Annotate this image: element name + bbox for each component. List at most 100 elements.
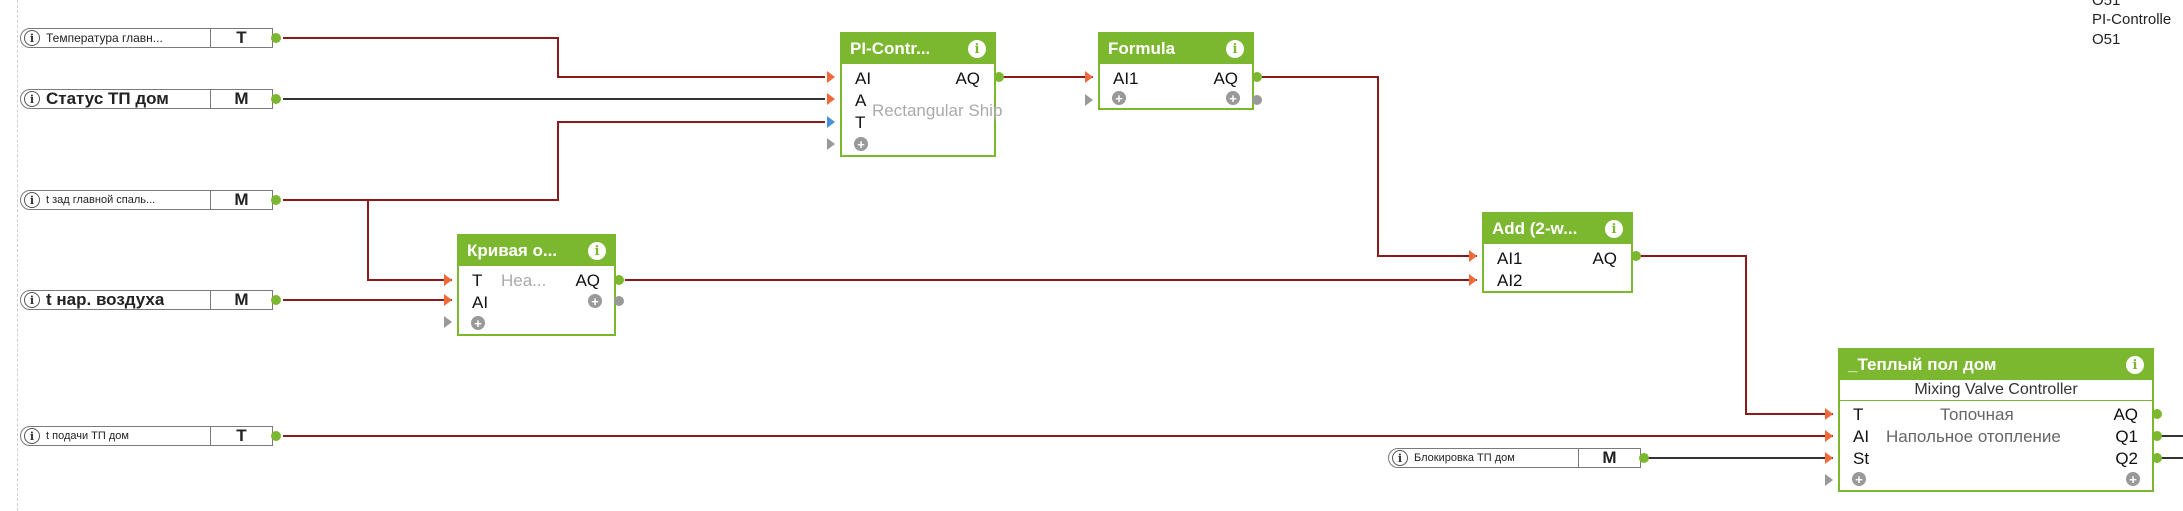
- input-temperature[interactable]: i Температура главн... T: [20, 27, 281, 49]
- input-label: t нар. воздуха: [46, 290, 165, 309]
- floor-desc-1: Топочная: [1940, 405, 2014, 424]
- port-q1: Q1: [2115, 427, 2138, 446]
- input-arrow-icon: [827, 71, 835, 83]
- add-input-icon[interactable]: +: [471, 316, 485, 330]
- input-tpod[interactable]: i t подачи ТП дом T: [20, 425, 281, 447]
- input-tnar[interactable]: i t нар. воздуха M: [20, 289, 281, 311]
- block-curve[interactable]: Кривая о... i T AI Hea... AQ + +: [457, 234, 616, 336]
- input-block[interactable]: i Блокировка ТП дом M: [1388, 447, 1649, 469]
- block-title: Add (2-w...: [1492, 219, 1578, 238]
- add-input-icon[interactable]: +: [1852, 472, 1866, 486]
- block-header[interactable]: PI-Contr... i: [842, 34, 994, 64]
- block-add[interactable]: Add (2-w... i AI1 AI2 AQ: [1482, 212, 1633, 293]
- info-icon[interactable]: i: [1605, 220, 1623, 238]
- input-label: t подачи ТП дом: [46, 430, 129, 442]
- add-output-icon[interactable]: +: [588, 294, 602, 308]
- info-icon[interactable]: i: [24, 292, 40, 308]
- input-label: t зад главной спаль...: [46, 194, 156, 206]
- info-icon[interactable]: i: [1392, 450, 1408, 466]
- block-title: _Теплый пол дом: [1848, 355, 1997, 374]
- info-icon[interactable]: i: [2126, 356, 2144, 374]
- port-q2: Q2: [2115, 449, 2138, 468]
- output-dot[interactable]: [2152, 453, 2162, 463]
- input-arrow-icon: [1085, 71, 1093, 83]
- input-type: M: [211, 89, 273, 109]
- output-dot[interactable]: [1639, 453, 1649, 463]
- input-arrow-icon: [444, 294, 452, 306]
- output-dot[interactable]: [614, 275, 624, 285]
- input-label: Статус ТП дом: [46, 89, 169, 108]
- info-icon[interactable]: i: [24, 428, 40, 444]
- port-ai2: AI2: [1497, 271, 1523, 290]
- block-pi-controller[interactable]: PI-Contr... i AI A T AQ Rectangular Ship…: [840, 32, 1002, 157]
- output-dot[interactable]: [271, 431, 281, 441]
- output-dot[interactable]: [271, 94, 281, 104]
- add-output-icon[interactable]: +: [2126, 472, 2140, 486]
- input-arrow-icon: [1469, 274, 1477, 286]
- port-a: A: [855, 91, 867, 110]
- output-dot[interactable]: [1252, 95, 1262, 105]
- input-pill: i Температура главн...: [20, 28, 211, 48]
- block-header[interactable]: Кривая о... i: [459, 236, 614, 266]
- output-dot[interactable]: [1252, 72, 1262, 82]
- add-arrow-icon: [827, 138, 835, 150]
- input-tzad[interactable]: i t зад главной спаль... M: [20, 189, 281, 211]
- canvas-edge: [17, 0, 18, 511]
- input-status[interactable]: i Статус ТП дом M: [20, 88, 281, 110]
- output-dot[interactable]: [2152, 431, 2162, 441]
- info-icon[interactable]: i: [24, 91, 40, 107]
- wire-add-to-floor: [1640, 255, 1833, 415]
- block-header[interactable]: Add (2-w... i: [1484, 214, 1631, 244]
- output-dot[interactable]: [271, 295, 281, 305]
- add-input-icon[interactable]: +: [854, 137, 868, 151]
- block-header[interactable]: Formula i: [1100, 34, 1252, 64]
- input-arrow-icon: [1469, 250, 1477, 262]
- output-dot[interactable]: [994, 72, 1004, 82]
- block-subtitle: Mixing Valve Controller: [1840, 380, 2152, 401]
- input-type: M: [1579, 448, 1641, 468]
- input-arrow-icon: [1825, 408, 1833, 420]
- info-icon[interactable]: i: [968, 40, 986, 58]
- time-input-arrow-icon: [827, 116, 835, 128]
- input-label: Блокировка ТП дом: [1414, 452, 1515, 464]
- info-icon[interactable]: i: [1226, 40, 1244, 58]
- info-icon[interactable]: i: [24, 30, 40, 46]
- port-ai: AI: [855, 69, 872, 88]
- port-aq: AQ: [2113, 405, 2138, 424]
- output-dot[interactable]: [1631, 251, 1641, 261]
- port-t: T: [855, 113, 866, 132]
- block-title: Formula: [1108, 39, 1176, 58]
- wire-formula-to-add: [1262, 76, 1477, 257]
- info-icon[interactable]: i: [588, 242, 606, 260]
- input-pill: i Блокировка ТП дом: [1388, 448, 1579, 468]
- block-formula[interactable]: Formula i AI1 AQ + +: [1098, 32, 1254, 110]
- port-aq: AQ: [1213, 69, 1238, 88]
- block-header[interactable]: _Теплый пол дом i: [1840, 350, 2152, 380]
- port-ai: AI: [1853, 427, 1870, 446]
- block-floor-heating[interactable]: _Теплый пол дом i Mixing Valve Controlle…: [1838, 348, 2154, 492]
- port-ai1: AI1: [1497, 249, 1523, 268]
- input-arrow-icon: [444, 274, 452, 286]
- output-dot[interactable]: [271, 33, 281, 43]
- input-arrow-icon: [1825, 430, 1833, 442]
- output-dot[interactable]: [614, 296, 624, 306]
- info-icon[interactable]: i: [24, 192, 40, 208]
- port-ai: AI: [472, 293, 489, 312]
- input-label: Температура главн...: [46, 31, 163, 45]
- output-dot[interactable]: [271, 195, 281, 205]
- port-ai1: AI1: [1113, 69, 1139, 88]
- corner-label-2: PI-Controlle: [2092, 11, 2172, 28]
- add-output-icon[interactable]: +: [1226, 91, 1240, 105]
- add-input-icon[interactable]: +: [1112, 91, 1126, 105]
- port-aq: AQ: [955, 69, 980, 88]
- input-pill: i Статус ТП дом: [20, 89, 211, 109]
- port-st: St: [1853, 449, 1870, 468]
- corner-label-1: O51: [2092, 0, 2121, 9]
- corner-label-3: O51: [2092, 31, 2121, 48]
- add-arrow-icon: [444, 316, 452, 328]
- wire-tzad-to-curve-t: [367, 200, 452, 281]
- port-t: T: [472, 271, 483, 290]
- output-dot[interactable]: [2152, 409, 2162, 419]
